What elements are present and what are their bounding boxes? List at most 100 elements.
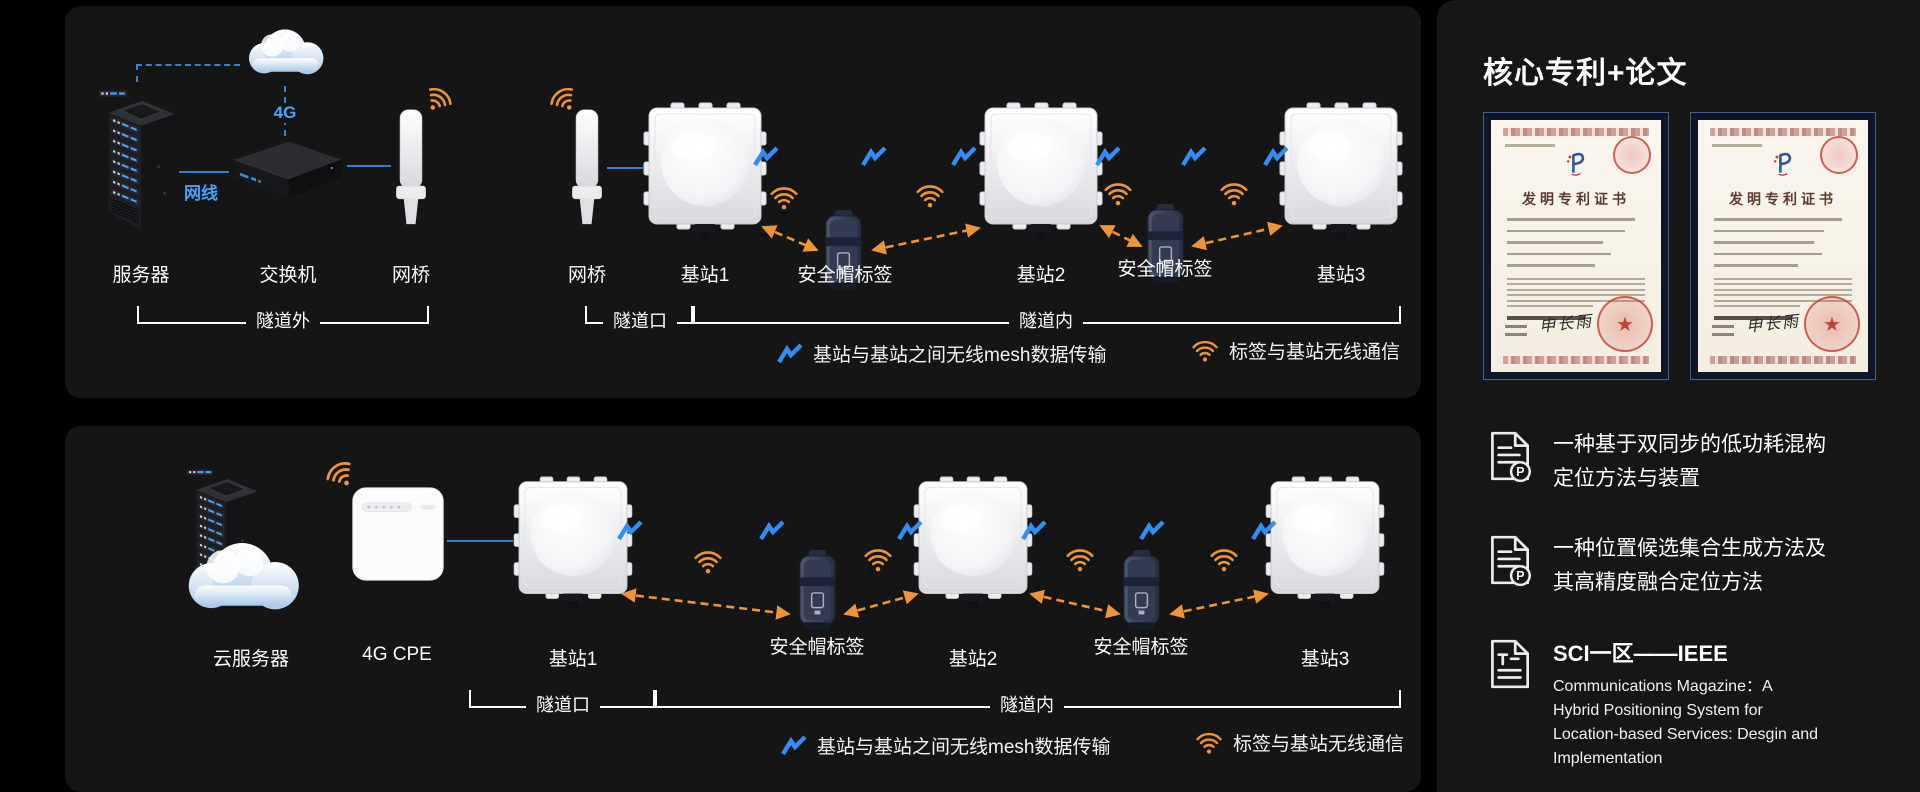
wifi-icon xyxy=(1103,182,1133,206)
lightning-bolt-icon xyxy=(1251,520,1277,542)
certificate-paragraph xyxy=(1507,277,1645,307)
mesh-arrow xyxy=(1099,224,1143,248)
bridge-icon xyxy=(391,108,431,226)
cable-label: 网线 xyxy=(181,179,221,204)
ethernet-line xyxy=(607,167,643,169)
lightning-bolt-icon xyxy=(897,520,923,542)
legend-label: 基站与基站之间无线mesh数据传输 xyxy=(813,345,1107,366)
wifi-icon xyxy=(769,186,799,210)
helmet-tag-icon xyxy=(795,550,840,632)
zone-bracket: 隧道口 xyxy=(469,690,657,717)
top-diagram-panel: 4G 网线 服务器 交换机 网桥 网桥 基站1 安全帽标签 基站2 安全帽标签 … xyxy=(65,6,1421,398)
certificate-text-line xyxy=(1507,241,1603,244)
certificate-text-line xyxy=(1507,316,1585,320)
lightning-bolt-icon xyxy=(951,146,977,168)
certificate-number-placeholder xyxy=(1712,144,1762,147)
legend-label: 基站与基站之间无线mesh数据传输 xyxy=(817,737,1111,758)
certificate-text-line xyxy=(1714,218,1842,221)
certificate-text-line xyxy=(1712,325,1734,328)
patent-certificate: 发明专利证书 申长雨 ★ xyxy=(1483,112,1669,380)
zone-label: 隧道口 xyxy=(526,691,600,717)
legend-item: 标签与基站无线通信 xyxy=(1195,729,1404,756)
wifi-icon xyxy=(1191,339,1219,363)
device-label: 云服务器 xyxy=(212,649,290,670)
wifi-icon xyxy=(863,548,893,572)
ethernet-line xyxy=(179,171,229,173)
sidebar-title: 核心专利+论文 xyxy=(1483,57,1688,91)
certificate-seal xyxy=(1613,136,1651,174)
zone-bracket: 隧道口 xyxy=(585,306,695,333)
certificate-text-line xyxy=(1507,264,1595,267)
bridge-icon xyxy=(567,108,607,226)
cloud-icon xyxy=(237,18,333,84)
certificate-ornament xyxy=(1503,128,1649,136)
lightning-bolt-icon xyxy=(1181,146,1207,168)
device-label: 网桥 xyxy=(567,265,607,286)
certificate-paragraph xyxy=(1714,277,1852,307)
wifi-icon xyxy=(1219,182,1249,206)
lightning-bolt-icon xyxy=(781,735,807,757)
device-label: 基站1 xyxy=(548,649,598,670)
certificate-logo xyxy=(1566,152,1585,176)
paper-item: SCI一区——IEEE Communications Magazine：A Hy… xyxy=(1483,636,1818,771)
device-label: 基站3 xyxy=(1316,265,1366,286)
certificate-number-placeholder xyxy=(1505,144,1555,147)
lightning-bolt-icon xyxy=(759,520,785,542)
patent-item: 一种基于双同步的低功耗混构 定位方法与装置 xyxy=(1483,428,1826,496)
device-label: 安全帽标签 xyxy=(797,265,893,286)
device-label: 基站3 xyxy=(1300,649,1350,670)
base-station-icon xyxy=(979,102,1103,240)
patent-document-icon xyxy=(1483,428,1535,484)
certificate-seal: ★ xyxy=(1597,296,1653,352)
cpe-icon xyxy=(349,484,447,584)
certificate-text-line xyxy=(1507,252,1611,255)
device-label: 安全帽标签 xyxy=(1093,637,1189,658)
article-document-icon xyxy=(1483,636,1535,692)
device-label: 网桥 xyxy=(391,265,431,286)
lightning-bolt-icon xyxy=(1139,520,1165,542)
certificate-seal xyxy=(1820,136,1858,174)
zone-bracket: 隧道外 xyxy=(137,306,429,333)
dashed-link-line xyxy=(136,64,138,82)
mesh-arrow xyxy=(1029,589,1121,619)
mesh-arrow xyxy=(1191,221,1283,251)
wifi-icon xyxy=(1209,548,1239,572)
device-label: 基站2 xyxy=(948,649,998,670)
device-label: 安全帽标签 xyxy=(1117,259,1213,280)
patent-certificate: 发明专利证书 申长雨 ★ xyxy=(1690,112,1876,380)
bottom-diagram-panel: 云服务器 4G CPE 基站1 安全帽标签 基站2 安全帽标签 基站3 隧道口 … xyxy=(65,426,1421,792)
mesh-arrow xyxy=(761,225,819,252)
certificate-paper: 发明专利证书 申长雨 ★ xyxy=(1698,120,1868,372)
zone-bracket: 隧道内 xyxy=(653,690,1401,717)
patent-item-text: 一种基于双同步的低功耗混构 定位方法与装置 xyxy=(1553,433,1826,490)
base-station-icon xyxy=(1265,476,1385,609)
certificate-signature: 申长雨 xyxy=(1538,311,1595,336)
certificate-text-line xyxy=(1507,218,1635,221)
device-label: 基站1 xyxy=(680,265,730,286)
legend-item: 基站与基站之间无线mesh数据传输 xyxy=(781,732,1110,759)
certificate-title: 发明专利证书 xyxy=(1729,191,1837,207)
lightning-bolt-icon xyxy=(753,146,779,168)
zone-label: 隧道内 xyxy=(990,691,1064,717)
lightning-bolt-icon xyxy=(1021,520,1047,542)
ethernet-line xyxy=(447,540,513,542)
mesh-arrow xyxy=(843,590,919,618)
sidebar-panel: 核心专利+论文 发明专利证书 申长雨 ★ xyxy=(1437,0,1920,792)
lightning-bolt-icon xyxy=(1095,146,1121,168)
patent-item: 一种位置候选集合生成方法及 其高精度融合定位方法 xyxy=(1483,532,1826,600)
dashed-link-line xyxy=(136,64,240,66)
zone-label: 隧道内 xyxy=(1009,307,1083,333)
certificate-ornament xyxy=(1710,128,1856,136)
paper-heading: SCI一区——IEEE xyxy=(1553,641,1728,666)
wifi-icon xyxy=(693,550,723,574)
certificate-ornament xyxy=(1503,356,1649,364)
certificate-text-line xyxy=(1505,325,1527,328)
device-label: 服务器 xyxy=(112,265,170,286)
device-label: 4G CPE xyxy=(362,644,432,665)
mesh-arrow xyxy=(621,588,791,620)
certificate-text-line xyxy=(1714,229,1824,232)
device-label: 基站2 xyxy=(1016,265,1066,286)
switch-icon xyxy=(229,136,347,200)
certificate-title: 发明专利证书 xyxy=(1522,191,1630,207)
